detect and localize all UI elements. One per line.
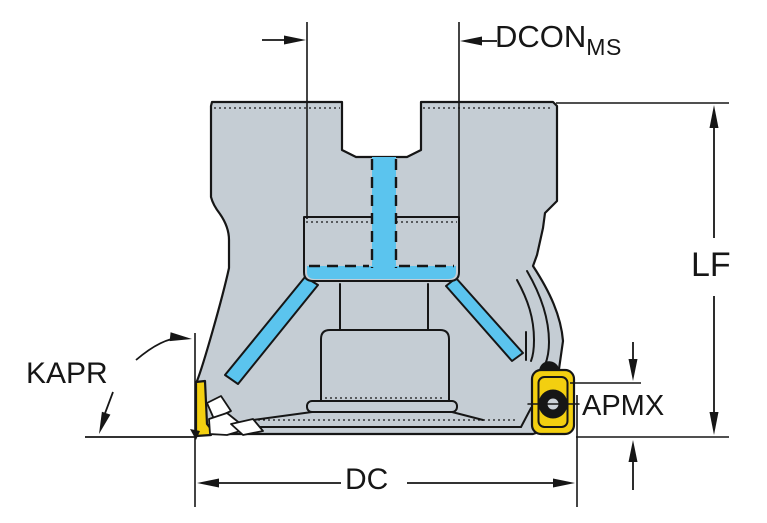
kapr-straight-leader (103, 391, 114, 417)
lf-dimension (556, 102, 729, 438)
bottom-corner-edge (520, 407, 532, 428)
apmx-arrow-up (628, 440, 638, 462)
coolant-channel-vertical (372, 157, 396, 275)
lf-arrow-down (709, 412, 719, 435)
apmx-label: APMX (582, 390, 665, 422)
dc-arrow-left (197, 478, 219, 488)
dc-label: DC (345, 463, 389, 496)
dcon-label-base: DCON (495, 19, 587, 54)
dc-dimension (194, 333, 578, 507)
dcon-arrow-right (460, 36, 482, 46)
kapr-label: KAPR (26, 357, 108, 390)
dc-arrow-right (553, 478, 575, 488)
kapr-arrow-to-edge (169, 332, 192, 342)
dcon-label: DCONMS (495, 21, 622, 59)
cone-face-edge-right (451, 411, 484, 421)
dcon-dimension (262, 22, 497, 219)
dcon-label-subscript: MS (586, 34, 622, 60)
insert-right-inner-edge (537, 376, 569, 428)
kapr-annotation (85, 332, 196, 438)
kapr-curved-leader (135, 337, 185, 361)
lf-arrow-up (709, 105, 719, 128)
apmx-arrow-down (628, 359, 638, 381)
chip-gash-facet (230, 418, 264, 436)
pocket-arc-inner (516, 279, 535, 362)
pocket-arc-outer (526, 270, 550, 366)
coolant-channel-diagonal-left (224, 276, 319, 385)
kapr-arrow-down (99, 411, 111, 434)
coolant-channel-horizontal (307, 266, 456, 279)
boss-foot-plate (306, 400, 458, 413)
lf-label: LF (691, 246, 731, 284)
coolant-channel-diagonal-right (445, 277, 524, 362)
apmx-dimension (570, 342, 641, 490)
center-boss (320, 329, 450, 404)
cone-face-edge-left (252, 411, 313, 421)
dcon-arrow-left (284, 35, 306, 45)
